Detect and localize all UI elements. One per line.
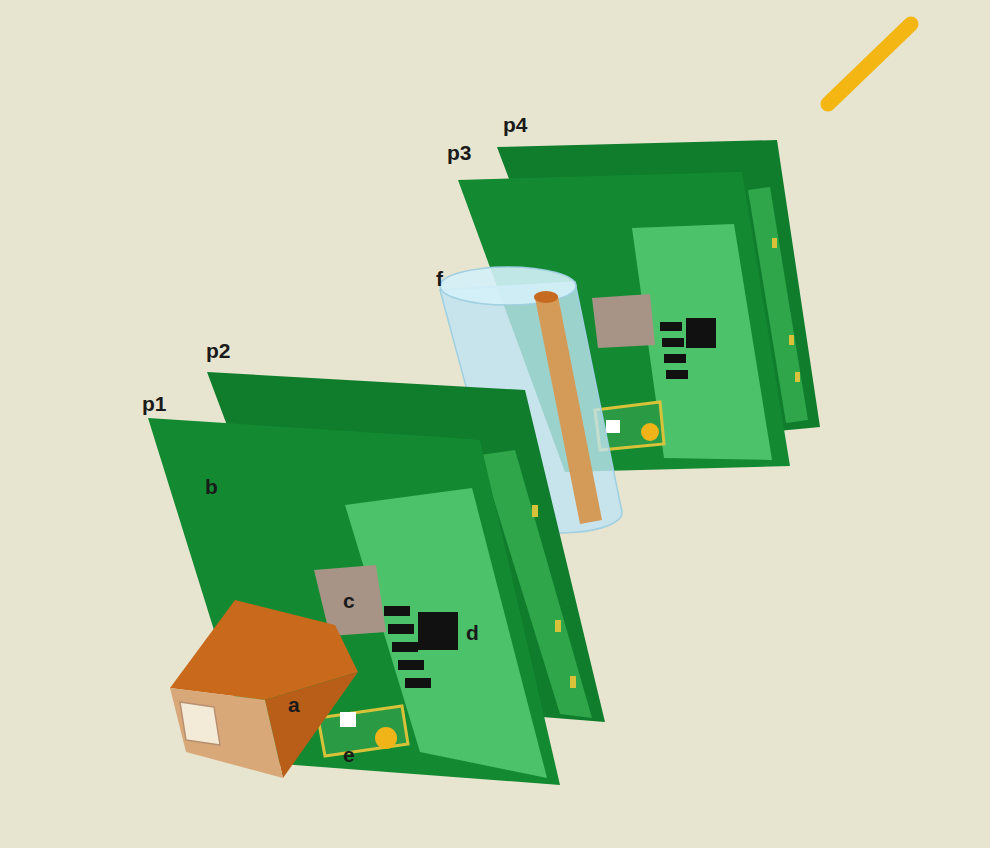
chip [384,606,410,616]
part-label: e [343,744,355,765]
chip [388,624,414,634]
chip [660,322,682,331]
chip [392,642,418,652]
enclosure-window [180,702,220,745]
chip [398,660,424,670]
chip [662,338,684,347]
part-label: f [436,268,443,289]
connector-pin [555,620,561,632]
chip [686,318,716,348]
connector-pin [795,372,800,382]
chip [418,612,458,650]
connector-pin [532,505,538,517]
connector-pin [570,676,576,688]
part-label: p4 [503,114,528,135]
connector-pin [772,238,777,248]
pcb-board [148,418,560,785]
chip [592,294,655,348]
cylinder-top [440,267,576,305]
chip [664,354,686,363]
enclosure-side [170,688,283,778]
part-label: p1 [142,393,167,414]
antenna-rod [828,24,911,104]
part-label: p3 [447,142,472,163]
part-label: d [466,622,479,643]
part-label: b [205,476,218,497]
white-part [606,420,620,433]
part-label: c [343,590,355,611]
part-label: p2 [206,340,231,361]
connector-pin [789,335,794,345]
gold-part [641,423,659,441]
white-part [340,712,356,727]
gold-part [375,727,397,749]
chip [666,370,688,379]
part-label: a [288,694,300,715]
rod-end [534,291,558,303]
small-board [318,706,408,756]
chip [405,678,431,688]
